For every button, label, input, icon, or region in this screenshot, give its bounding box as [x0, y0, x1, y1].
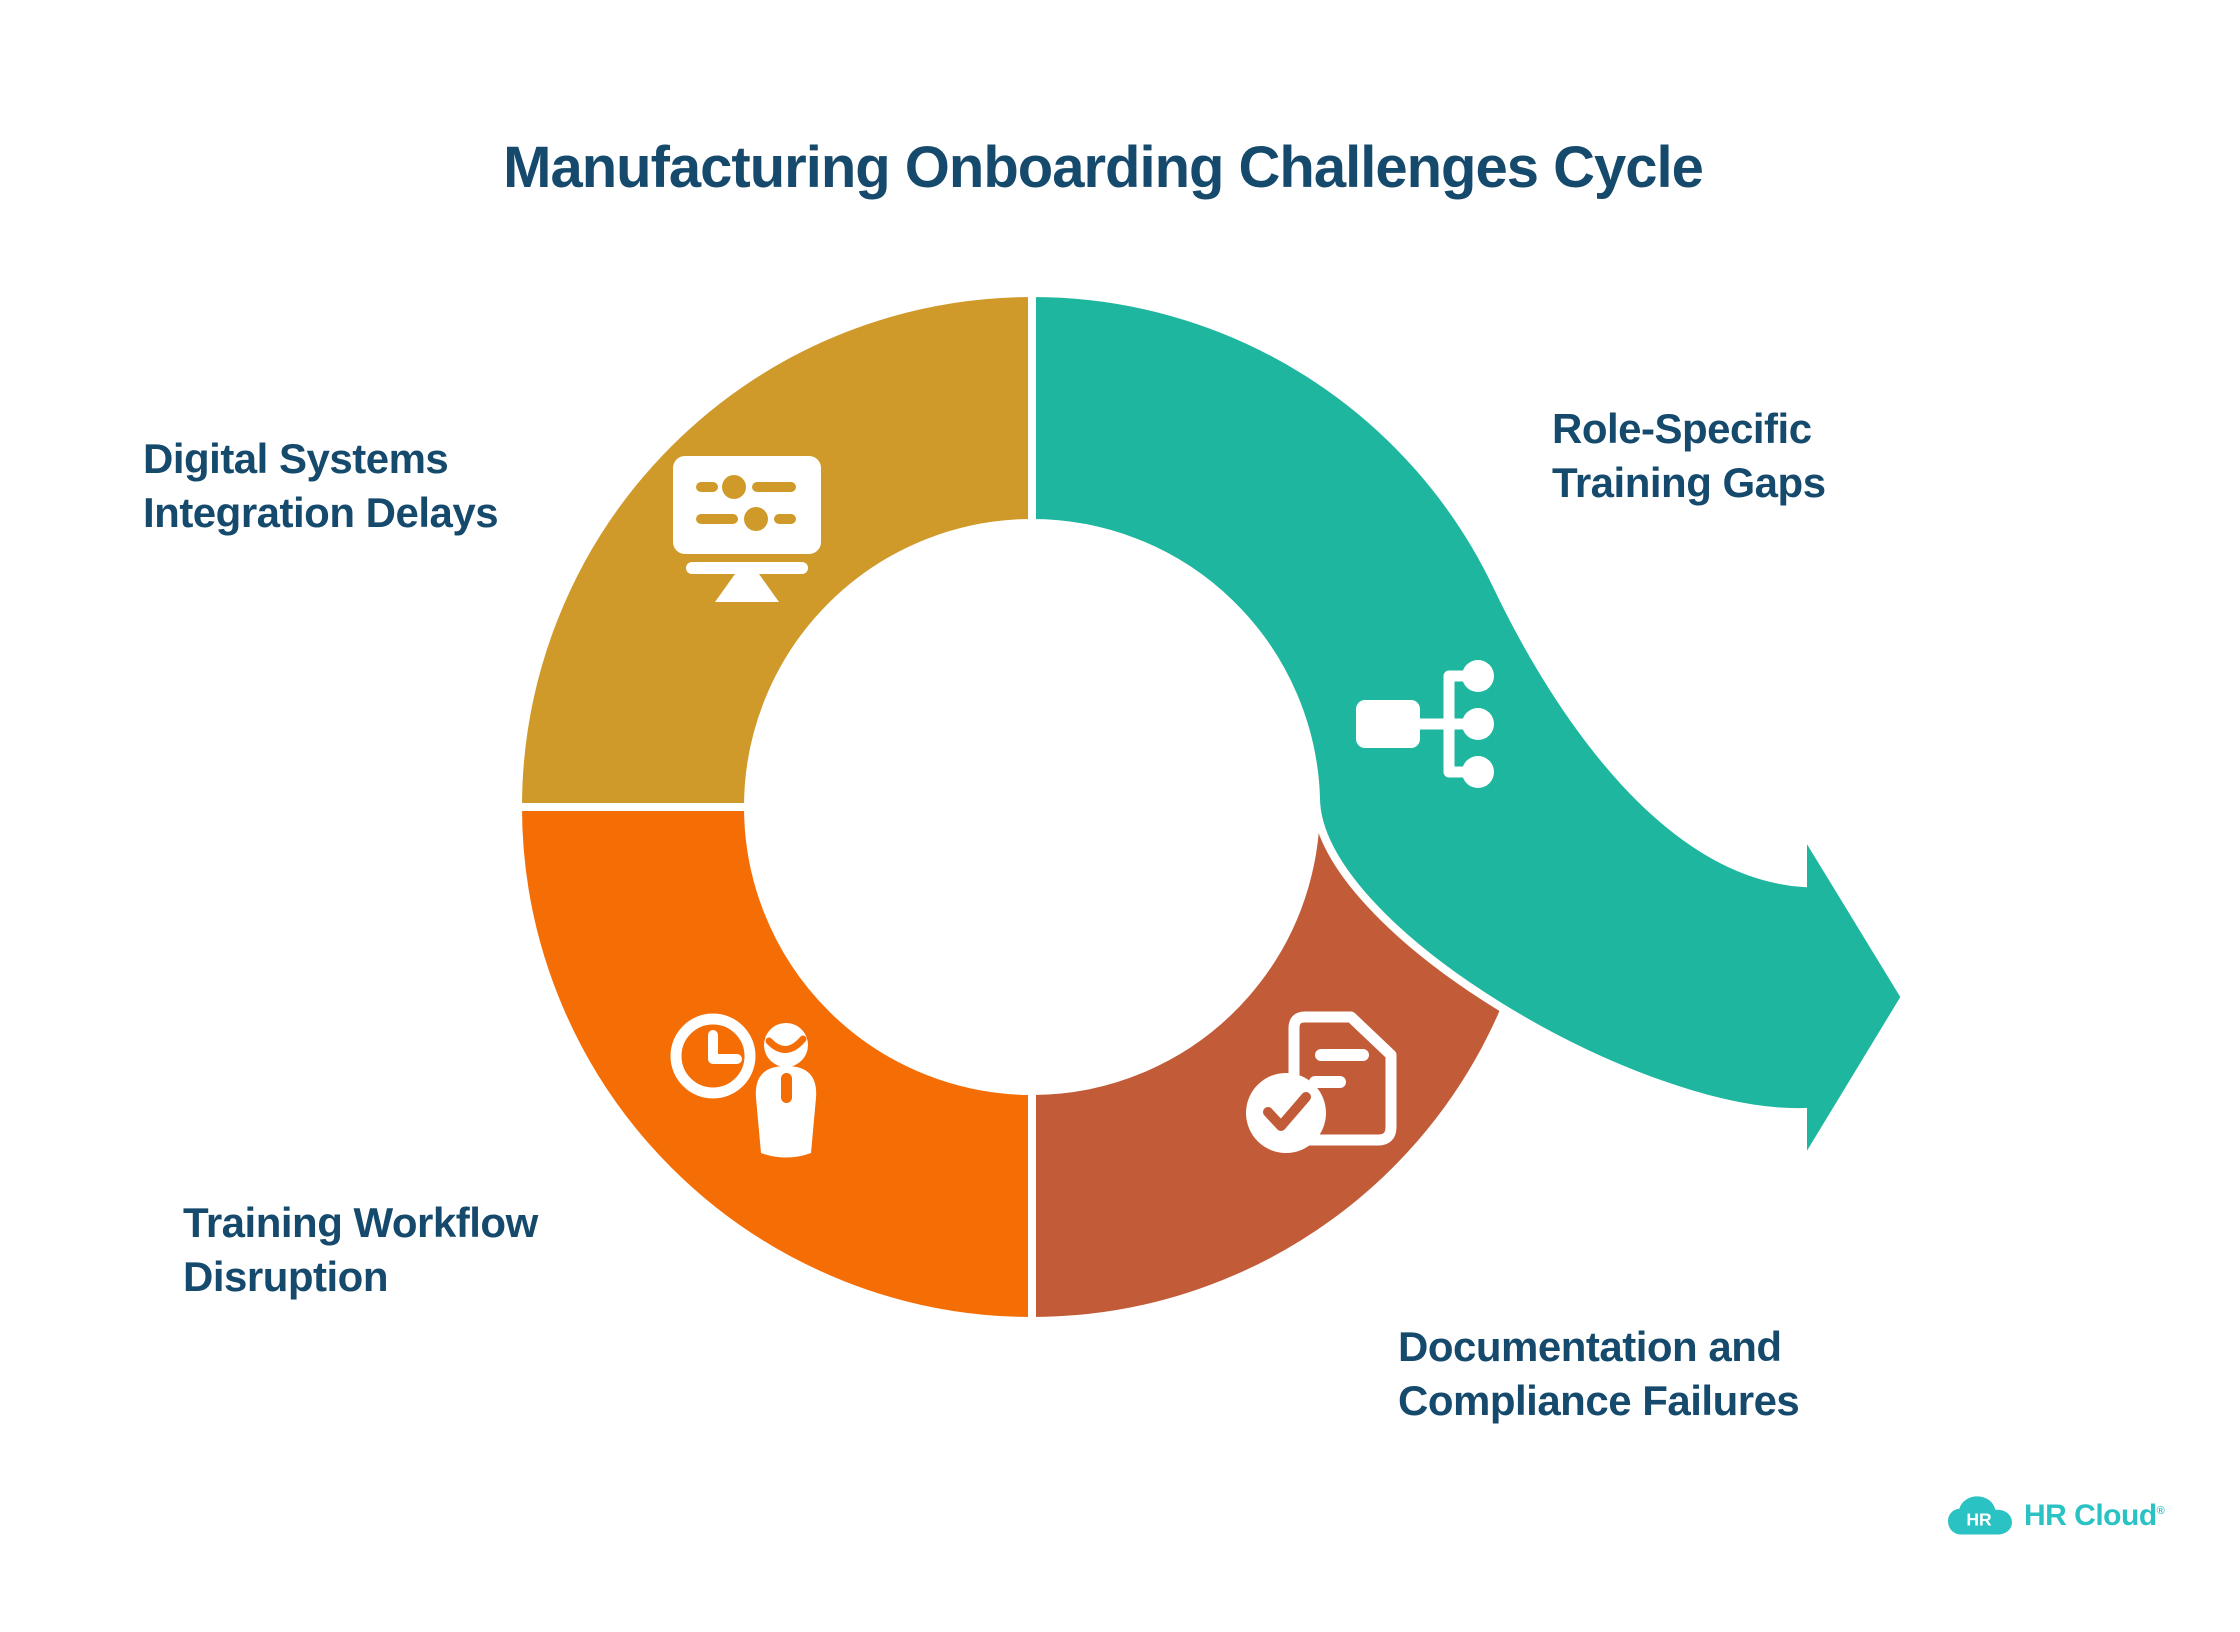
label-line: Compliance Failures [1398, 1377, 1800, 1424]
monitor-slider-marks [696, 475, 796, 531]
label-line: Integration Delays [143, 489, 499, 536]
document-check-icon [1246, 1011, 1397, 1153]
registered-mark: ® [2156, 1505, 2165, 1517]
label-digital-systems: Digital Systems Integration Delays [143, 432, 499, 540]
monitor-settings-icon [673, 456, 821, 602]
label-role-specific: Role-Specific Training Gaps [1552, 402, 1826, 510]
hr-cloud-icon: HR [1948, 1496, 2012, 1535]
label-line: Digital Systems [143, 435, 449, 482]
label-line: Training Workflow [183, 1199, 538, 1246]
page-title: Manufacturing Onboarding Challenges Cycl… [503, 135, 1704, 200]
label-documentation-compliance: Documentation and Compliance Failures [1398, 1320, 1800, 1428]
clock-person-icon [670, 1013, 817, 1158]
logo-badge-text: HR [1966, 1509, 1992, 1529]
label-training-workflow: Training Workflow Disruption [183, 1196, 538, 1304]
label-line: Documentation and [1398, 1323, 1782, 1370]
label-line: Training Gaps [1552, 459, 1826, 506]
org-chart-icon [1356, 660, 1494, 788]
label-line: Disruption [183, 1253, 388, 1300]
label-line: Role-Specific [1552, 405, 1812, 452]
logo-brand-text: HR Cloud® [2024, 1499, 2165, 1532]
hr-cloud-logo: HR HR Cloud® [1946, 1495, 2165, 1537]
